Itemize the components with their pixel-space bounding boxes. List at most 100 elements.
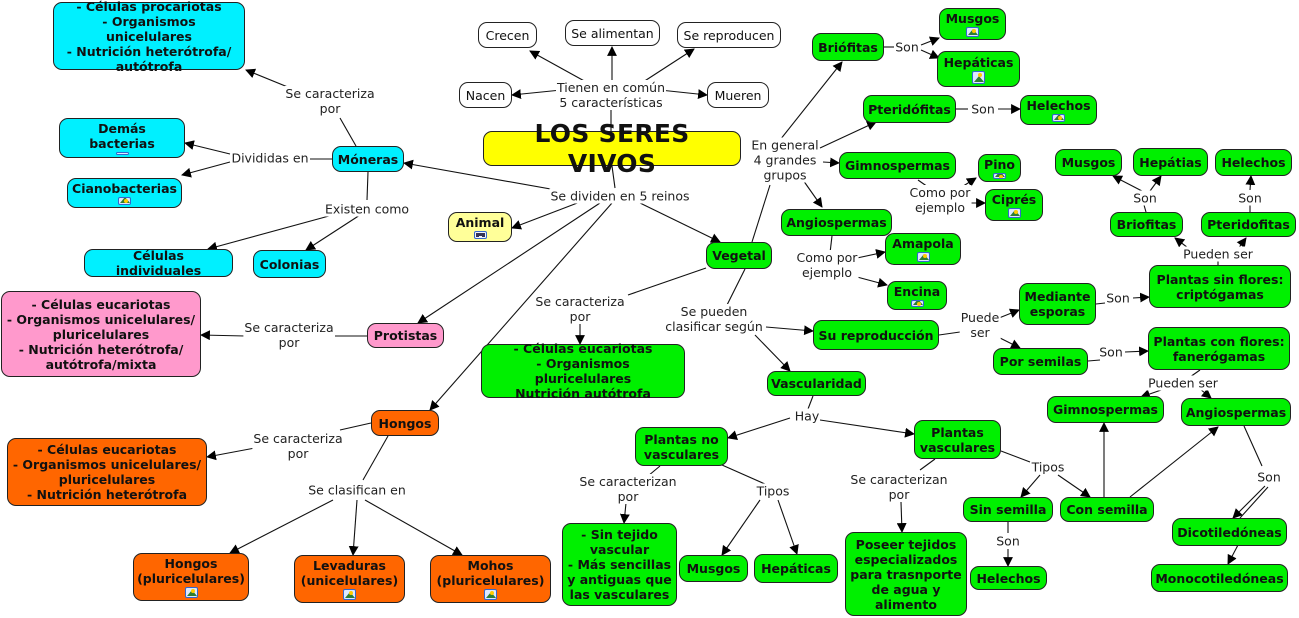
concept-label: Helechos <box>976 570 1041 586</box>
concept-musgos2[interactable]: Musgos <box>1055 149 1122 176</box>
concept-vegetal-car[interactable]: - Células eucariotas - Organismos pluric… <box>481 341 685 401</box>
image-icon[interactable] <box>484 589 497 600</box>
concept-con-flores[interactable]: Plantas con flores: fanerógamas <box>1148 327 1290 370</box>
link-label-se-dividen: Se dividen en 5 reinos <box>549 188 691 204</box>
link-arrow <box>511 201 581 230</box>
image-icon[interactable] <box>1052 114 1065 122</box>
image-icon[interactable] <box>916 252 930 262</box>
concept-helechos3[interactable]: Helechos <box>970 566 1047 590</box>
concept-root[interactable]: LOS SERES VIVOS <box>483 119 741 178</box>
concept-hepaticas1[interactable]: Hepáticas <box>937 51 1020 87</box>
concept-hongos-car[interactable]: - Células eucariotas - Organismos unicel… <box>7 438 207 506</box>
link-arrow <box>819 121 877 149</box>
concept-demas-bacterias[interactable]: Demás bacterias <box>59 118 185 158</box>
concept-helechos1[interactable]: Helechos <box>1020 95 1097 125</box>
concept-pteridofitas2[interactable]: Pteridofitas <box>1201 212 1296 237</box>
concept-angiospermas2[interactable]: Angiospermas <box>1181 398 1291 426</box>
concept-dicotiledoneas[interactable]: Dicotiledóneas <box>1172 518 1287 546</box>
link-arrow <box>802 179 823 208</box>
concept-mohos[interactable]: Mohos (pluricelulares) <box>430 555 551 603</box>
image-icon[interactable] <box>184 587 198 598</box>
image-icon[interactable] <box>910 300 924 307</box>
image-icon[interactable] <box>972 70 985 84</box>
concept-moneras[interactable]: Móneras <box>332 146 404 172</box>
link-label-novasc-caracterizan: Se caracterizan por <box>578 474 678 504</box>
concept-por-semilas[interactable]: Por semilas <box>993 348 1088 375</box>
concept-label: - Células procariotas - Organismos unice… <box>66 0 232 74</box>
link-arrow <box>348 499 359 556</box>
concept-monocotiledoneas[interactable]: Monocotiledóneas <box>1151 564 1288 592</box>
image-icon[interactable] <box>343 589 356 600</box>
concept-label: Gimnospermas <box>845 158 950 173</box>
concept-vasculares[interactable]: Plantas vasculares <box>914 420 1001 459</box>
concept-vascularidad[interactable]: Vascularidad <box>767 371 866 396</box>
concept-gimnospermas2[interactable]: Gimnospermas <box>1047 396 1164 423</box>
image-icon[interactable] <box>115 152 129 155</box>
concept-encina[interactable]: Encina <box>887 281 947 310</box>
link-arrow <box>206 447 256 461</box>
concept-amapola[interactable]: Amapola <box>885 233 961 265</box>
concept-pteridofitas[interactable]: Pteridófitas <box>863 95 956 123</box>
link-label-esporas-son: Son <box>1105 290 1131 306</box>
concept-se-reproducen[interactable]: Se reproducen <box>677 22 781 48</box>
concept-label: Angiospermas <box>786 215 887 230</box>
concept-moneras-car[interactable]: - Células procariotas - Organismos unice… <box>53 0 245 74</box>
image-icon[interactable] <box>1007 208 1021 218</box>
concept-cianobacterias[interactable]: Cianobacterias <box>67 178 182 208</box>
concept-label: Levaduras (unicelulares) <box>300 558 399 588</box>
image-icon[interactable] <box>966 27 979 37</box>
concept-label: Células individuales <box>115 248 202 278</box>
concept-pino[interactable]: Pino <box>978 154 1021 182</box>
concept-label: Encina <box>893 284 941 299</box>
link-arrow <box>184 140 231 155</box>
concept-hepatias2[interactable]: Hepátias <box>1133 148 1208 176</box>
link-label-hon-caracteriza: Se caracteriza por <box>252 431 344 461</box>
concept-briofitas[interactable]: Briófitas <box>812 33 884 61</box>
concept-musgos3[interactable]: Musgos <box>679 555 748 582</box>
link-arrow <box>1020 474 1041 498</box>
concept-colonias[interactable]: Colonias <box>253 250 326 278</box>
concept-label: Su reproducción <box>818 327 934 343</box>
concept-mediante-esporas[interactable]: Mediante esporas <box>1019 283 1096 325</box>
concept-no-vasculares[interactable]: Plantas no vasculares <box>635 427 728 466</box>
concept-sin-flores[interactable]: Plantas sin flores: criptógamas <box>1149 265 1291 308</box>
concept-sin-semilla[interactable]: Sin semilla <box>963 497 1053 522</box>
link-arrow <box>920 49 940 59</box>
concept-protistas-car[interactable]: - Células eucariotas - Organismos unicel… <box>1 291 201 377</box>
link-arrow <box>999 337 1021 349</box>
concept-nacen[interactable]: Nacen <box>459 82 512 108</box>
concept-animal[interactable]: Animal <box>448 212 512 242</box>
concept-levaduras[interactable]: Levaduras (unicelulares) <box>294 555 405 603</box>
concept-su-reproduccion[interactable]: Su reproducción <box>813 320 939 350</box>
concept-label: Nacen <box>465 87 506 103</box>
link-arrow <box>779 61 843 141</box>
concept-vasc-car[interactable]: Poseer tejidos especializados para trasn… <box>845 532 967 616</box>
concept-hongos[interactable]: Hongos <box>371 410 439 436</box>
concept-vegetal[interactable]: Vegetal <box>706 242 772 269</box>
concept-helechos2[interactable]: Helechos <box>1215 149 1292 176</box>
concept-label: Vascularidad <box>771 376 862 391</box>
concept-musgos1[interactable]: Musgos <box>939 8 1006 40</box>
concept-celulas-individuales[interactable]: Células individuales <box>84 248 233 278</box>
link-arrow <box>856 276 888 288</box>
concept-hepaticas3[interactable]: Hepáticas <box>754 554 838 583</box>
link-arrow <box>200 330 246 341</box>
concept-gimnospermas1[interactable]: Gimnospermas <box>839 152 956 179</box>
concept-con-semilla[interactable]: Con semilla <box>1060 497 1154 522</box>
concept-angiospermas1[interactable]: Angiospermas <box>781 209 892 236</box>
concept-crecen[interactable]: Crecen <box>478 22 537 48</box>
image-icon[interactable] <box>993 173 1006 179</box>
concept-cipres[interactable]: Ciprés <box>985 189 1043 221</box>
link-line <box>627 267 707 296</box>
image-icon[interactable] <box>118 197 131 205</box>
concept-hongos-pluri[interactable]: Hongos (pluricelulares) <box>133 553 249 601</box>
concept-mueren[interactable]: Mueren <box>707 82 769 108</box>
link-arrow <box>856 249 886 259</box>
concept-se-alimentan[interactable]: Se alimentan <box>565 20 660 46</box>
concept-protistas[interactable]: Protistas <box>367 323 444 348</box>
concept-briofitas2[interactable]: Briofitas <box>1110 212 1183 237</box>
submap-icon[interactable] <box>473 231 487 239</box>
concept-no-vasc-car[interactable]: - Sin tejido vascular - Más sencillas y … <box>562 523 677 606</box>
link-arrow <box>777 499 799 555</box>
